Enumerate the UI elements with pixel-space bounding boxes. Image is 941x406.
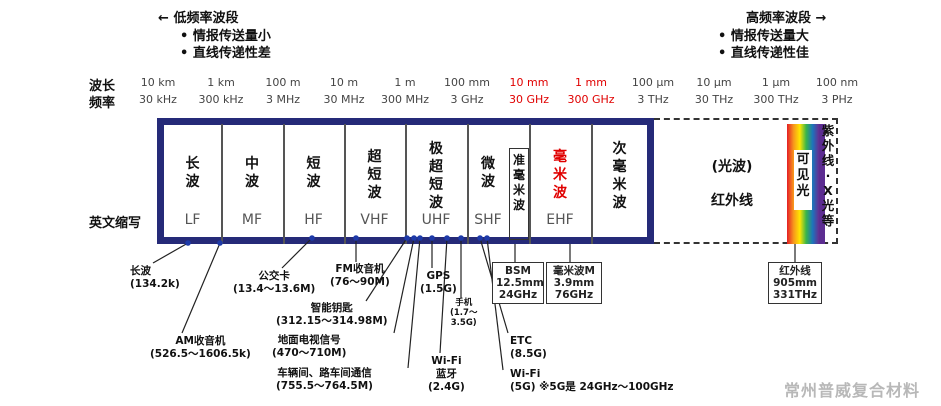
frequency-row-label: 频率	[89, 96, 116, 111]
band-abbr-1: MF	[241, 212, 263, 228]
scale-frequency-8: 3 THz	[637, 93, 669, 106]
high-band-item-1: • 情报传送量大	[718, 29, 809, 44]
high-band-header: 高频率波段 →	[746, 10, 826, 27]
low-band-item-1: • 情报传送量小	[180, 29, 271, 44]
scale-wavelength-11: 100 nm	[815, 76, 859, 89]
scale-frequency-5: 3 GHz	[450, 93, 484, 106]
annotation-bus-card: 公交卡 (13.4～13.6M)	[233, 270, 316, 295]
light-spectrum-frame	[654, 118, 838, 244]
wavelength-row-label: 波长	[89, 79, 116, 94]
low-band-header: ← 低频率波段	[158, 10, 238, 27]
band-abbr-5: SHF	[474, 212, 502, 228]
scale-frequency-6: 30 GHz	[508, 93, 550, 106]
annotation-fm-radio: FM收音机 (76～90M)	[330, 263, 390, 288]
light-wave-label: (光波)	[711, 159, 753, 175]
wifi5-leader	[486, 237, 504, 371]
annotation-terrestrial-tv: 地面电视信号 (470～710M)	[272, 334, 347, 359]
low-band-item-2: • 直线传递性差	[180, 46, 271, 61]
scale-frequency-4: 300 MHz	[380, 93, 430, 106]
band-name-5: 微 波	[481, 156, 495, 190]
low-band-title: 低频率波段	[173, 11, 239, 26]
smartkey-leader	[365, 237, 408, 302]
right-arrow-icon: →	[815, 11, 827, 26]
scale-frequency-2: 3 MHz	[265, 93, 301, 106]
tv-leader	[393, 237, 415, 334]
am-leader	[181, 242, 221, 334]
band-abbr-7: EHF	[546, 212, 574, 228]
watermark: 常州普威复合材料	[784, 381, 921, 400]
band-abbr-3: VHF	[360, 212, 389, 228]
band-name-2: 短 波	[306, 156, 321, 190]
band-name-8: 次 毫 米 波	[612, 141, 627, 211]
band-abbr-4: UHF	[421, 212, 451, 228]
scale-frequency-10: 300 THz	[753, 93, 799, 106]
bsm-box: BSM 12.5mm 24GHz	[492, 262, 544, 304]
high-band-title: 高频率波段	[746, 11, 812, 26]
annotation-smart-key: 智能钥匙 (312.15～314.98M)	[276, 302, 388, 327]
scale-frequency-1: 300 kHz	[198, 93, 244, 106]
infrared-label: 红外线	[711, 193, 753, 209]
band-name-6: 准 毫 米 波	[512, 153, 525, 212]
annotation-am-radio: AM收音机 (526.5～1606.5k)	[150, 335, 251, 360]
band-name-0: 长 波	[185, 156, 200, 190]
band-abbr-0: LF	[184, 212, 201, 228]
scale-wavelength-2: 100 m	[265, 76, 301, 89]
annotation-wifi-5g: Wi-Fi (5G) ※5G是 24GHz～100GHz	[510, 368, 674, 393]
high-band-item-2: • 直线传递性佳	[718, 46, 809, 61]
quasi-mmw-box	[509, 148, 529, 240]
annotation-mobile-phone: 手机 (1.7～ 3.5G)	[450, 298, 478, 328]
scale-wavelength-10: 1 μm	[761, 76, 791, 89]
infrared-box: 红外线 905mm 331THz	[768, 262, 822, 304]
scale-wavelength-8: 100 μm	[631, 76, 675, 89]
scale-wavelength-0: 10 km	[140, 76, 176, 89]
band-abbr-2: HF	[304, 212, 323, 228]
band-name-4: 极 超 短 波	[429, 141, 443, 211]
scale-wavelength-7: 1 mm	[575, 76, 607, 89]
uv-xray-label: 紫 外 线 · X 光 等	[821, 123, 835, 228]
abbr-row-label: 英文缩写	[89, 216, 142, 231]
mmw-radar-box: 毫米波M 3.9mm 76GHz	[546, 262, 602, 304]
band-name-1: 中 波	[245, 156, 259, 190]
lw-leader	[152, 242, 189, 264]
scale-frequency-0: 30 kHz	[139, 93, 177, 106]
keycard-leader	[281, 237, 313, 269]
band-name-3: 超 短 波	[367, 149, 382, 201]
annotation-etc: ETC (8.5G)	[510, 335, 547, 360]
v2x-leader	[407, 237, 421, 369]
annotation-v2x: 车辆间、路车间通信 (755.5～764.5M)	[276, 367, 373, 392]
scale-frequency-9: 30 THz	[694, 93, 734, 106]
scale-wavelength-4: 1 m	[394, 76, 416, 89]
visible-light-label: 可 见 光	[796, 152, 810, 199]
scale-wavelength-5: 100 mm	[444, 76, 490, 89]
scale-frequency-7: 300 GHz	[567, 93, 615, 106]
annotation-longwave: 长波 (134.2k)	[130, 265, 180, 290]
annotation-wifi-bluetooth: Wi-Fi 蓝牙 (2.4G)	[428, 355, 465, 393]
scale-frequency-11: 3 PHz	[821, 93, 853, 106]
scale-wavelength-9: 10 μm	[696, 76, 732, 89]
scale-wavelength-3: 10 m	[329, 76, 359, 89]
annotation-gps: GPS (1.5G)	[420, 270, 457, 295]
scale-frequency-3: 30 MHz	[323, 93, 365, 106]
left-arrow-icon: ←	[158, 11, 169, 26]
scale-wavelength-6: 10 mm	[509, 76, 549, 89]
band-name-7: 毫 米 波	[553, 149, 567, 201]
scale-wavelength-1: 1 km	[207, 76, 235, 89]
wifi-bt-leader	[439, 237, 448, 354]
